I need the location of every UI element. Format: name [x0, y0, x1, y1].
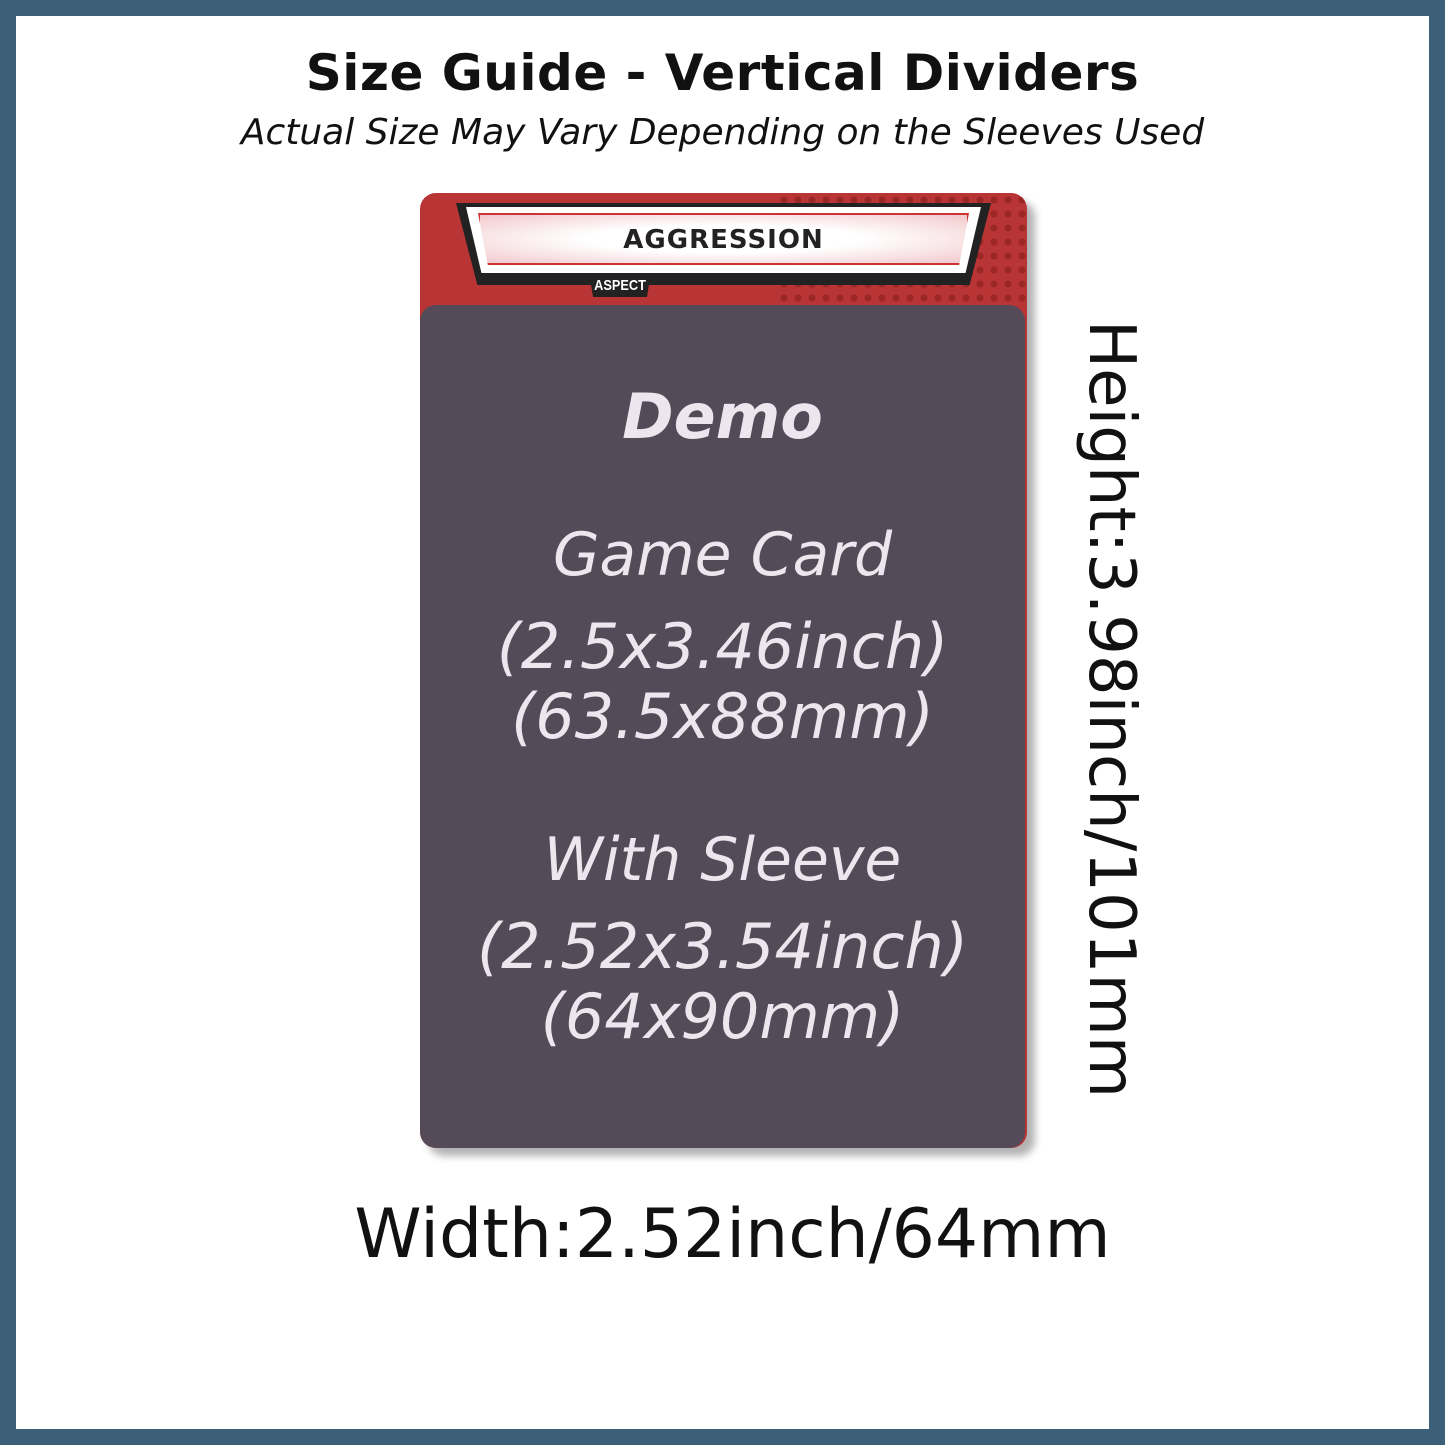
height-label: Height:3.98inch/101mm [1074, 320, 1148, 1099]
page-subtitle: Actual Size May Vary Depending on the Sl… [240, 112, 1205, 153]
game-card-label: Game Card [552, 520, 893, 590]
game-card-inch: (2.5x3.46inch) [496, 610, 949, 683]
width-label: Width:2.52inch/64mm [354, 1195, 1111, 1274]
page-title: Size Guide - Vertical Dividers [305, 44, 1140, 102]
banner-title: AGGRESSION [623, 225, 824, 255]
sleeve-mm: (64x90mm) [540, 980, 905, 1053]
banner-background [478, 213, 969, 265]
card-panel: Demo Game Card (2.5x3.46inch) (63.5x88mm… [420, 305, 1025, 1148]
game-card-mm: (63.5x88mm) [511, 680, 934, 753]
sleeve-inch: (2.52x3.54inch) [476, 910, 969, 983]
demo-label: Demo [622, 380, 823, 453]
sleeve-label: With Sleeve [543, 825, 902, 895]
aspect-tag: ASPECT [589, 275, 651, 297]
divider-card: AGGRESSION ASPECT Demo Game Card (2.5x3.… [420, 193, 1027, 1148]
